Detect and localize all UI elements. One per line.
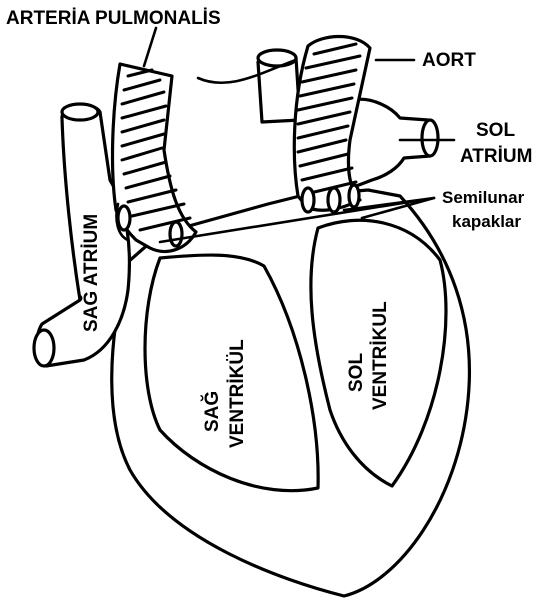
label-sol-ventrikul-line2: VENTRİKUL: [370, 301, 391, 410]
label-sag-ventrikul-line1: SAĞ: [201, 391, 223, 432]
label-aort: AORT: [422, 50, 476, 71]
label-semilunar-line2: kapaklar: [452, 212, 521, 231]
label-arteria-pulmonalis: ARTERİA PULMONALİS: [6, 8, 221, 29]
label-sol-atrium-line2: ATRİUM: [460, 146, 532, 167]
pulmonary-trunk: [113, 64, 196, 251]
label-sag-ventrikul-line2: VENTRİKÜL: [227, 339, 248, 448]
label-semilunar-line1: Semilunar: [442, 188, 525, 207]
label-sol-ventrikul-line1: SOL: [346, 353, 367, 392]
label-sag-atrium: SAĞ ATRİUM: [80, 214, 102, 332]
label-sol-atrium-line1: SOL: [476, 120, 515, 141]
